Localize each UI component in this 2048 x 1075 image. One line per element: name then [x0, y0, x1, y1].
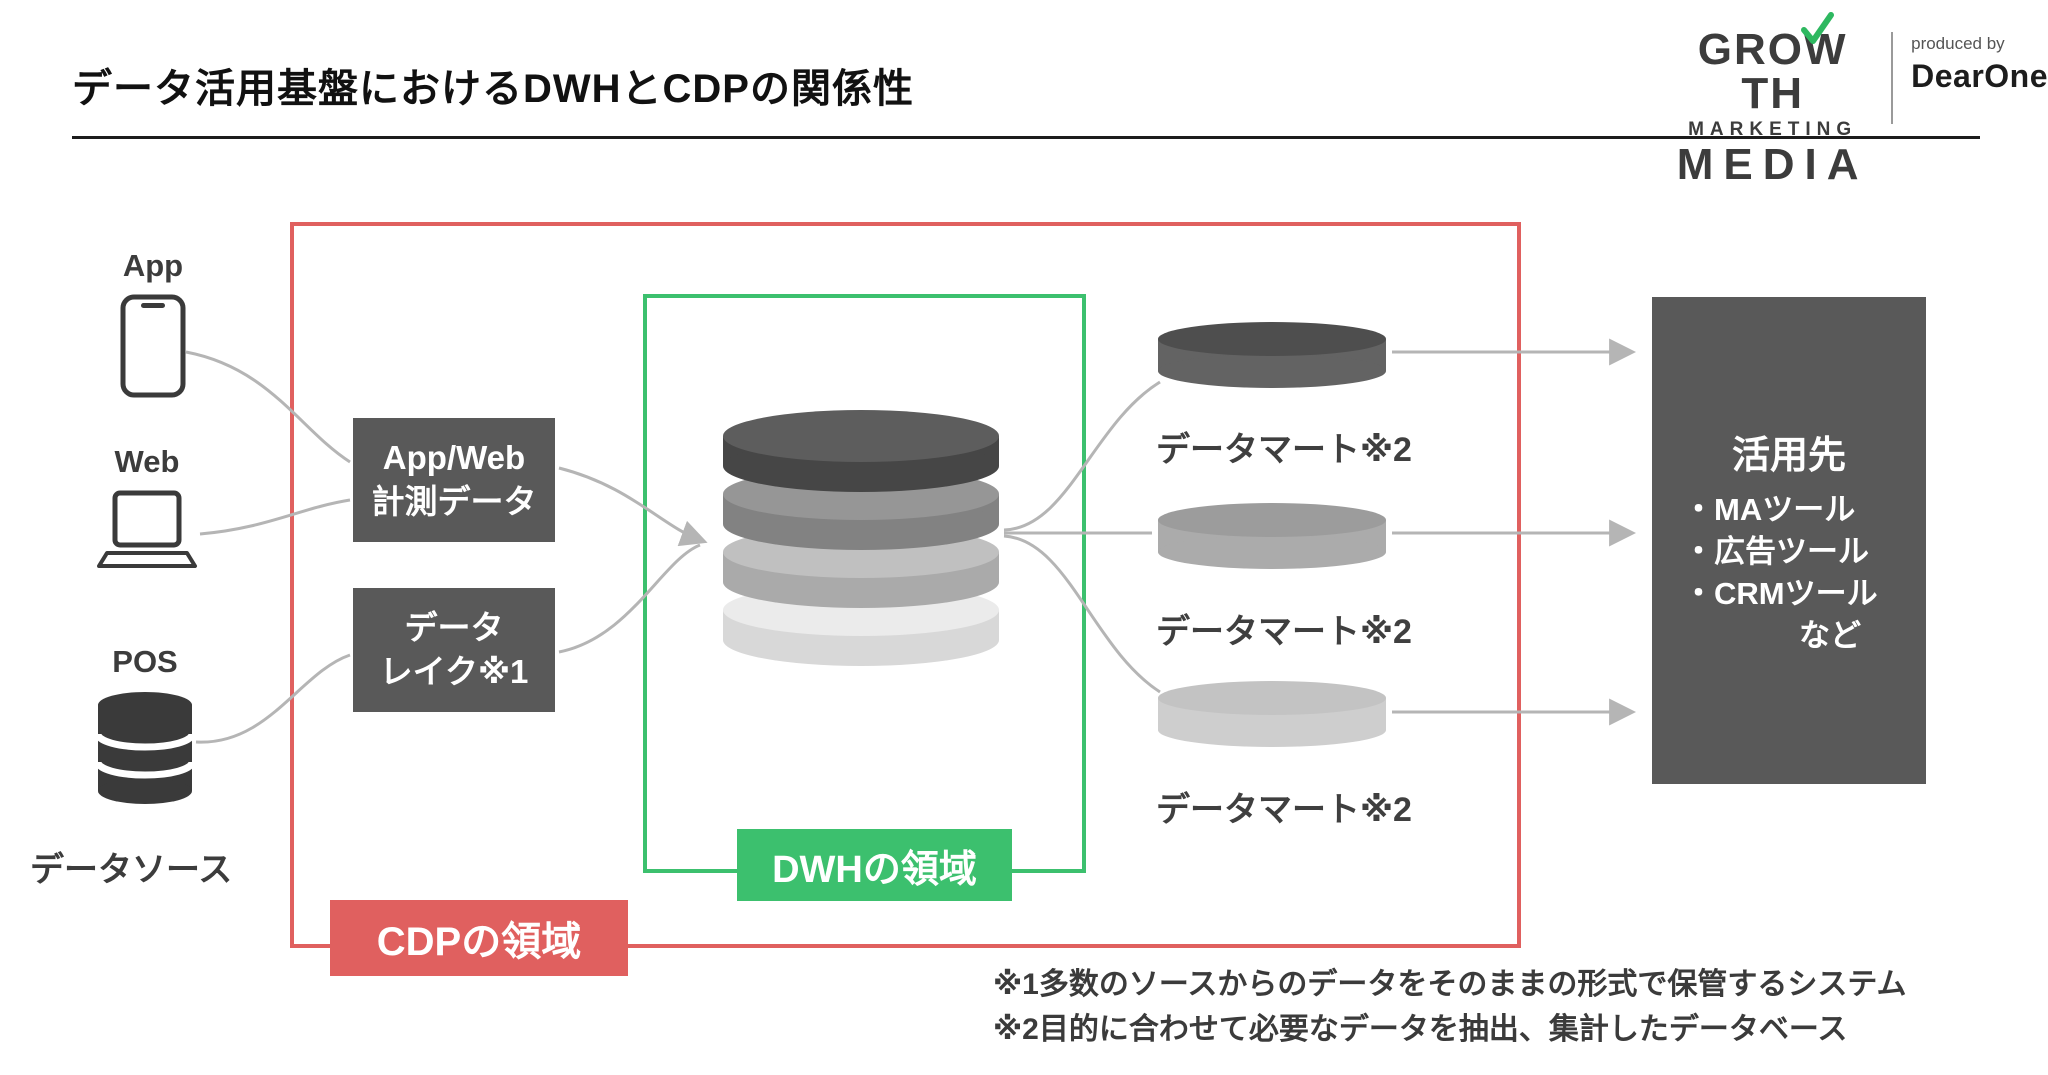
check-icon — [1801, 12, 1834, 44]
destination-item: など — [1799, 617, 1861, 653]
data-source-caption: データソース — [30, 851, 233, 889]
dwh-database-icon — [723, 410, 999, 666]
footnote-1: ※1多数のソースからのデータをそのままの形式で保管するシステム — [993, 968, 1907, 1001]
footnote-2: ※2目的に合わせて必要なデータを抽出、集計したデータベース — [993, 1013, 1848, 1046]
dearone-logo: DearOne — [1911, 58, 2048, 94]
logo-media-text: MEDIA — [1676, 140, 1869, 189]
db-disk-1 — [723, 410, 999, 492]
destination-item: ・CRMツール — [1683, 576, 1878, 611]
destination-items: ・MAツール ・広告ツール ・CRMツール など — [1683, 489, 1895, 656]
pos-label: POS — [112, 644, 178, 679]
smartphone-icon — [120, 294, 186, 398]
web-label: Web — [114, 444, 180, 479]
title-underline — [72, 136, 1980, 139]
cdp-region-frame — [290, 222, 1521, 948]
datamart3-cylinder-icon — [1158, 681, 1386, 747]
datamart1-label: データマート※2 — [1156, 431, 1412, 469]
produced-by-label: produced by — [1911, 34, 2005, 53]
pos-database-icon — [94, 692, 196, 804]
app-web-measure-box: App/Web 計測データ — [353, 418, 555, 542]
dwh-region-badge: DWHの領域 — [737, 829, 1012, 901]
cdp-region-badge: CDPの領域 — [330, 900, 628, 976]
destination-item: ・広告ツール — [1683, 534, 1869, 570]
produced-by-block: produced by DearOne — [1911, 28, 2048, 95]
destination-item: ・MAツール — [1683, 492, 1856, 528]
datamart2-cylinder-icon — [1158, 503, 1386, 569]
logo-marketing-text: MARKETING — [1688, 119, 1858, 140]
datamart1-cylinder-icon — [1158, 322, 1386, 388]
source-web: Web — [72, 444, 222, 577]
source-pos: POS — [70, 644, 220, 811]
datamart2-label: データマート※2 — [1156, 613, 1412, 651]
source-app: App — [78, 248, 228, 403]
app-label: App — [122, 248, 184, 283]
logo-divider — [1891, 32, 1894, 124]
destination-box: 活用先 ・MAツール ・広告ツール ・CRMツール など — [1652, 297, 1926, 784]
datamart3-label: データマート※2 — [1156, 791, 1412, 829]
page-title: データ活用基盤におけるDWHとCDPの関係性 — [72, 67, 914, 111]
data-lake-box: データ レイク※1 — [353, 588, 555, 712]
footnotes: ※1多数のソースからのデータをそのままの形式で保管するシステム ※2目的に合わせ… — [993, 962, 2003, 1052]
laptop-icon — [97, 490, 197, 568]
destination-title: 活用先 — [1731, 435, 1846, 478]
